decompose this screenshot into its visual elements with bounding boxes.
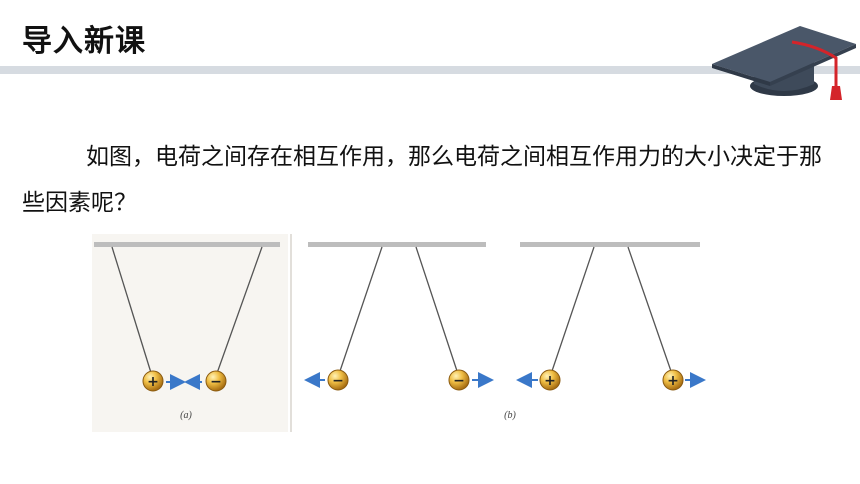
charge-ball-b1-left	[327, 369, 349, 391]
string-b1-left	[338, 246, 383, 375]
charge-sign-a-left: +	[147, 374, 159, 390]
panel-divider	[290, 234, 292, 432]
string-a-left	[111, 246, 153, 377]
support-bar-a	[94, 242, 280, 247]
string-a-right	[215, 246, 263, 377]
charge-ball-b2-left	[539, 369, 561, 391]
charge-sign-b2-right: +	[667, 373, 679, 389]
panel-a: + − (a)	[94, 242, 280, 421]
charge-ball-b2-right	[662, 369, 684, 391]
caption-a: (a)	[180, 410, 192, 421]
charge-sign-b2-left: +	[544, 373, 556, 389]
charge-sign-a-right: −	[210, 374, 222, 390]
charge-interaction-figure: + − (a) − −	[92, 234, 712, 434]
string-b2-left	[550, 246, 595, 375]
title-underline-bar	[0, 66, 860, 74]
string-b2-right	[627, 246, 673, 375]
charge-ball-a-right	[205, 370, 227, 392]
panel-b2: + + (b)	[504, 242, 706, 421]
pendulum-diagram: + − (a) − −	[94, 242, 706, 421]
charge-ball-a-left	[142, 370, 164, 392]
caption-b: (b)	[504, 410, 516, 421]
charge-ball-b1-right	[448, 369, 470, 391]
support-bar-b2	[520, 242, 700, 247]
charge-sign-b1-right: −	[453, 373, 465, 389]
slide-title: 导入新课	[22, 24, 146, 59]
graduation-cap-icon	[712, 26, 856, 100]
string-b1-right	[415, 246, 459, 375]
support-bar-b1	[308, 242, 486, 247]
charge-sign-b1-left: −	[332, 373, 344, 389]
question-text: 如图，电荷之间存在相互作用，那么电荷之间相互作用力的大小决定于那些因素呢？	[22, 144, 822, 216]
panel-b1: − −	[304, 242, 494, 391]
